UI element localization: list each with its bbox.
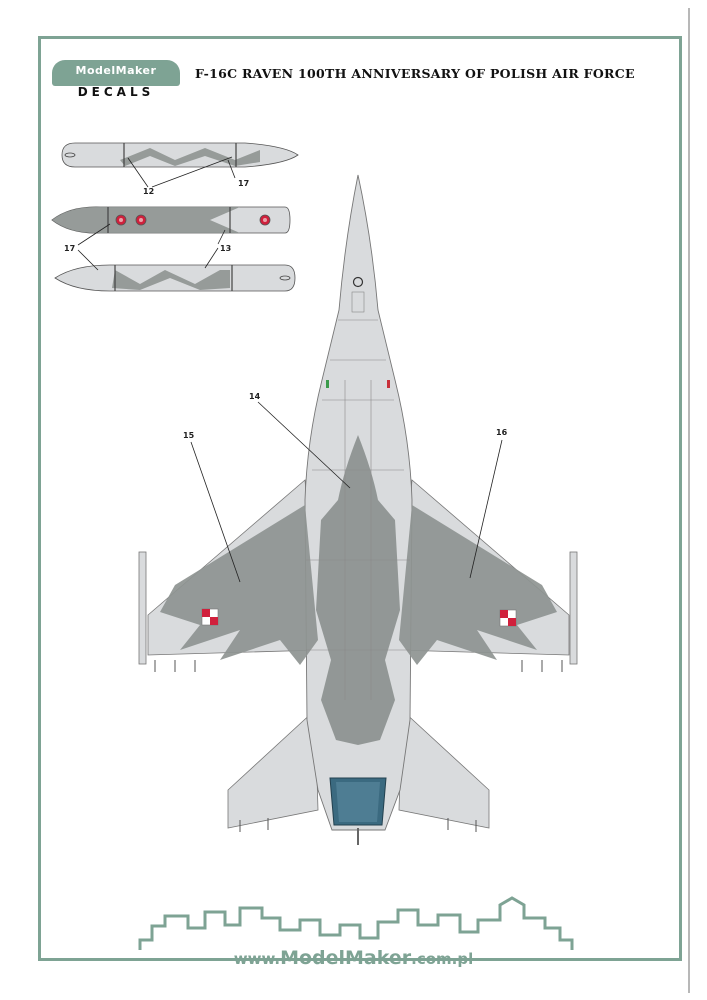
callout-16: 16 — [496, 428, 508, 437]
polish-roundel-left — [201, 608, 219, 626]
logo-banner — [52, 60, 180, 86]
url-brand: ModelMaker — [280, 947, 412, 969]
modelmaker-logo: ModelMaker DECALS — [52, 55, 180, 100]
aircraft-leader-lines — [190, 401, 503, 583]
footer-url: www.ModelMaker.com.pl — [0, 947, 707, 969]
page-edge-line — [688, 8, 690, 993]
logo-top-text: ModelMaker — [75, 64, 157, 77]
green-border-frame — [38, 36, 682, 961]
callout-15: 15 — [183, 431, 195, 440]
callout-12: 12 — [143, 187, 155, 196]
callout-17-mid: 17 — [64, 244, 76, 253]
skyline-outline — [138, 896, 574, 950]
drop-tank-middle — [51, 206, 291, 234]
url-suffix: .com.pl — [411, 950, 474, 968]
logo-bottom-text: DECALS — [77, 85, 155, 99]
page-title: F-16C RAVEN 100TH ANNIVERSARY OF POLISH … — [195, 66, 635, 81]
polish-roundel-right — [499, 609, 517, 627]
callout-14: 14 — [249, 392, 261, 401]
callout-13: 13 — [220, 244, 232, 253]
callout-17-top: 17 — [238, 179, 250, 188]
f16-aircraft — [138, 174, 578, 845]
drop-tank-top — [61, 142, 299, 168]
tank-leader-lines — [77, 156, 236, 271]
drop-tank-bottom — [54, 264, 296, 292]
url-prefix: www. — [233, 950, 281, 968]
